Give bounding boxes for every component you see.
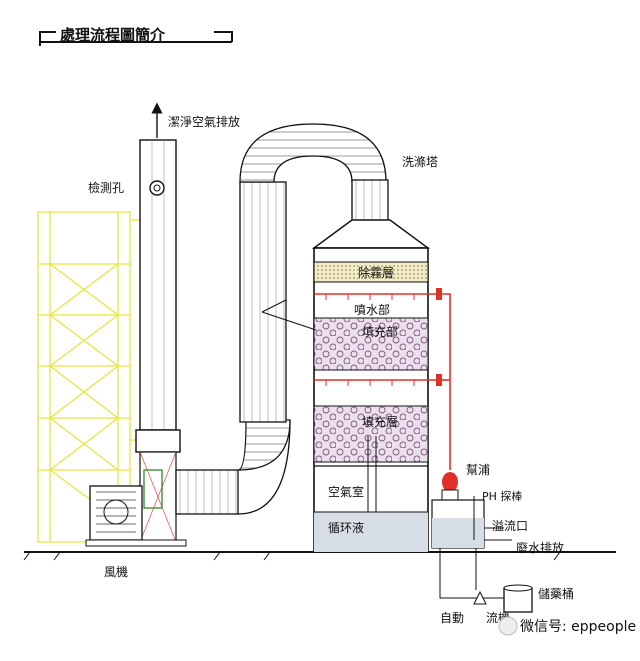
inspection-hole-icon <box>149 180 165 196</box>
label-spray: 噴水部 <box>354 302 390 317</box>
diagram-title: 處理流程圖簡介 <box>60 26 166 44</box>
watermark-text: 微信号: eppeople <box>520 619 636 635</box>
label-auto-dosing: 自動 <box>440 611 464 625</box>
wechat-icon <box>498 616 518 636</box>
watermark: 微信号: eppeople <box>498 616 636 636</box>
exhaust-duct <box>175 123 389 515</box>
label-packing-upper: 填充部 <box>362 324 398 339</box>
label-storage: 儲藥桶 <box>538 586 574 601</box>
title-box: 處理流程圖簡介 <box>39 26 233 46</box>
storage-tank <box>503 584 533 613</box>
label-packing-lower: 填充層 <box>362 414 398 429</box>
label-scrubber: 洗滌塔 <box>402 154 438 169</box>
label-inspection-hole: 檢測孔 <box>88 180 124 195</box>
label-demister: 除霧層 <box>358 265 394 280</box>
label-drain: 廢水排放 <box>516 540 564 555</box>
scrubber-tower <box>261 219 440 553</box>
label-overflow: 溢流口 <box>492 519 528 533</box>
fan-unit <box>85 469 187 547</box>
dosing-lines <box>439 548 511 605</box>
exhaust-stack <box>135 102 181 543</box>
label-pump: 幫浦 <box>466 462 490 477</box>
pump-unit <box>431 472 512 549</box>
label-air-chamber: 空氣室 <box>328 484 364 499</box>
label-circulation: 循环液 <box>328 520 364 535</box>
support-frame <box>37 211 140 543</box>
recirculation-pipe <box>436 288 451 470</box>
label-exhaust: 潔淨空氣排放 <box>168 114 240 129</box>
label-ph-probe: PH 探棒 <box>482 489 522 503</box>
label-fan: 風機 <box>104 564 128 579</box>
